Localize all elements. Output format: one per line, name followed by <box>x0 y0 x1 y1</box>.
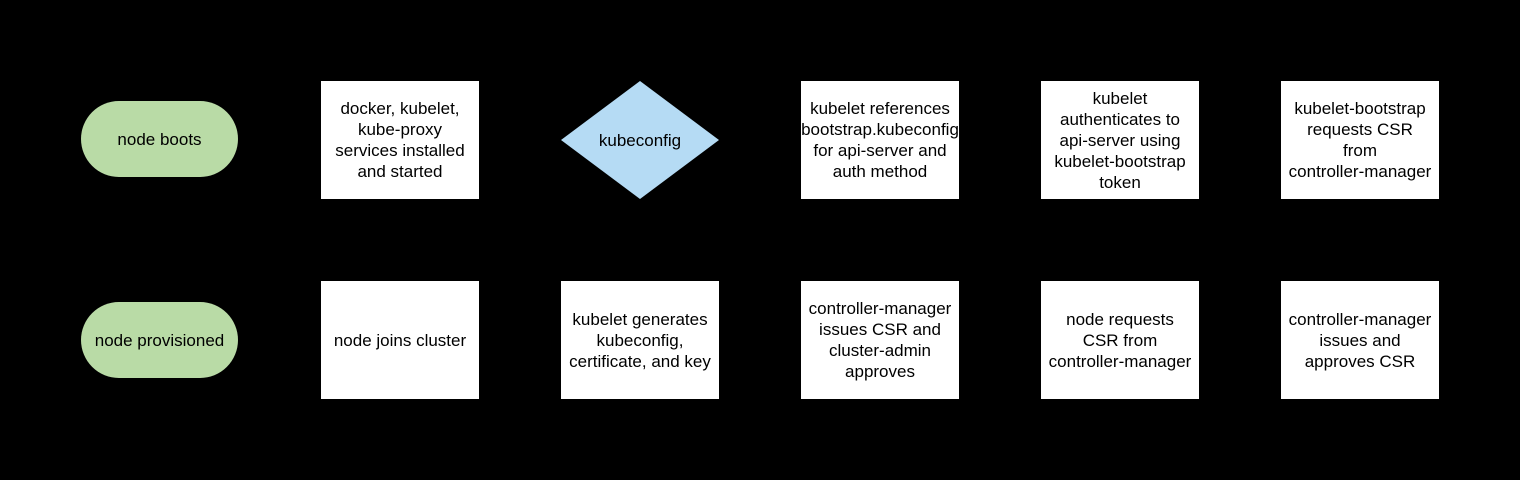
terminator-node-boots: node boots <box>81 101 238 177</box>
process-controller-manager-issues-csr-cluster-admin-approves: controller-manager issues CSR and cluste… <box>801 281 959 399</box>
process-node-joins-cluster: node joins cluster <box>321 281 479 399</box>
process-node-requests-csr: node requests CSR from controller-manage… <box>1041 281 1199 399</box>
process-controller-manager-issues-approves-csr: controller-manager issues and approves C… <box>1281 281 1439 399</box>
process-kubelet-references-bootstrap-kubeconfig: kubelet references bootstrap.kubeconfig … <box>801 81 959 199</box>
decision-kubeconfig: kubeconfig <box>561 81 719 199</box>
process-kubelet-bootstrap-requests-csr: kubelet-bootstrap requests CSR from cont… <box>1281 81 1439 199</box>
process-kubelet-generates-kubeconfig: kubelet generates kubeconfig, certificat… <box>561 281 719 399</box>
process-kubelet-authenticates: kubelet authenticates to api-server usin… <box>1041 81 1199 199</box>
terminator-node-provisioned: node provisioned <box>81 302 238 378</box>
process-services-installed: docker, kubelet, kube-proxy services ins… <box>321 81 479 199</box>
